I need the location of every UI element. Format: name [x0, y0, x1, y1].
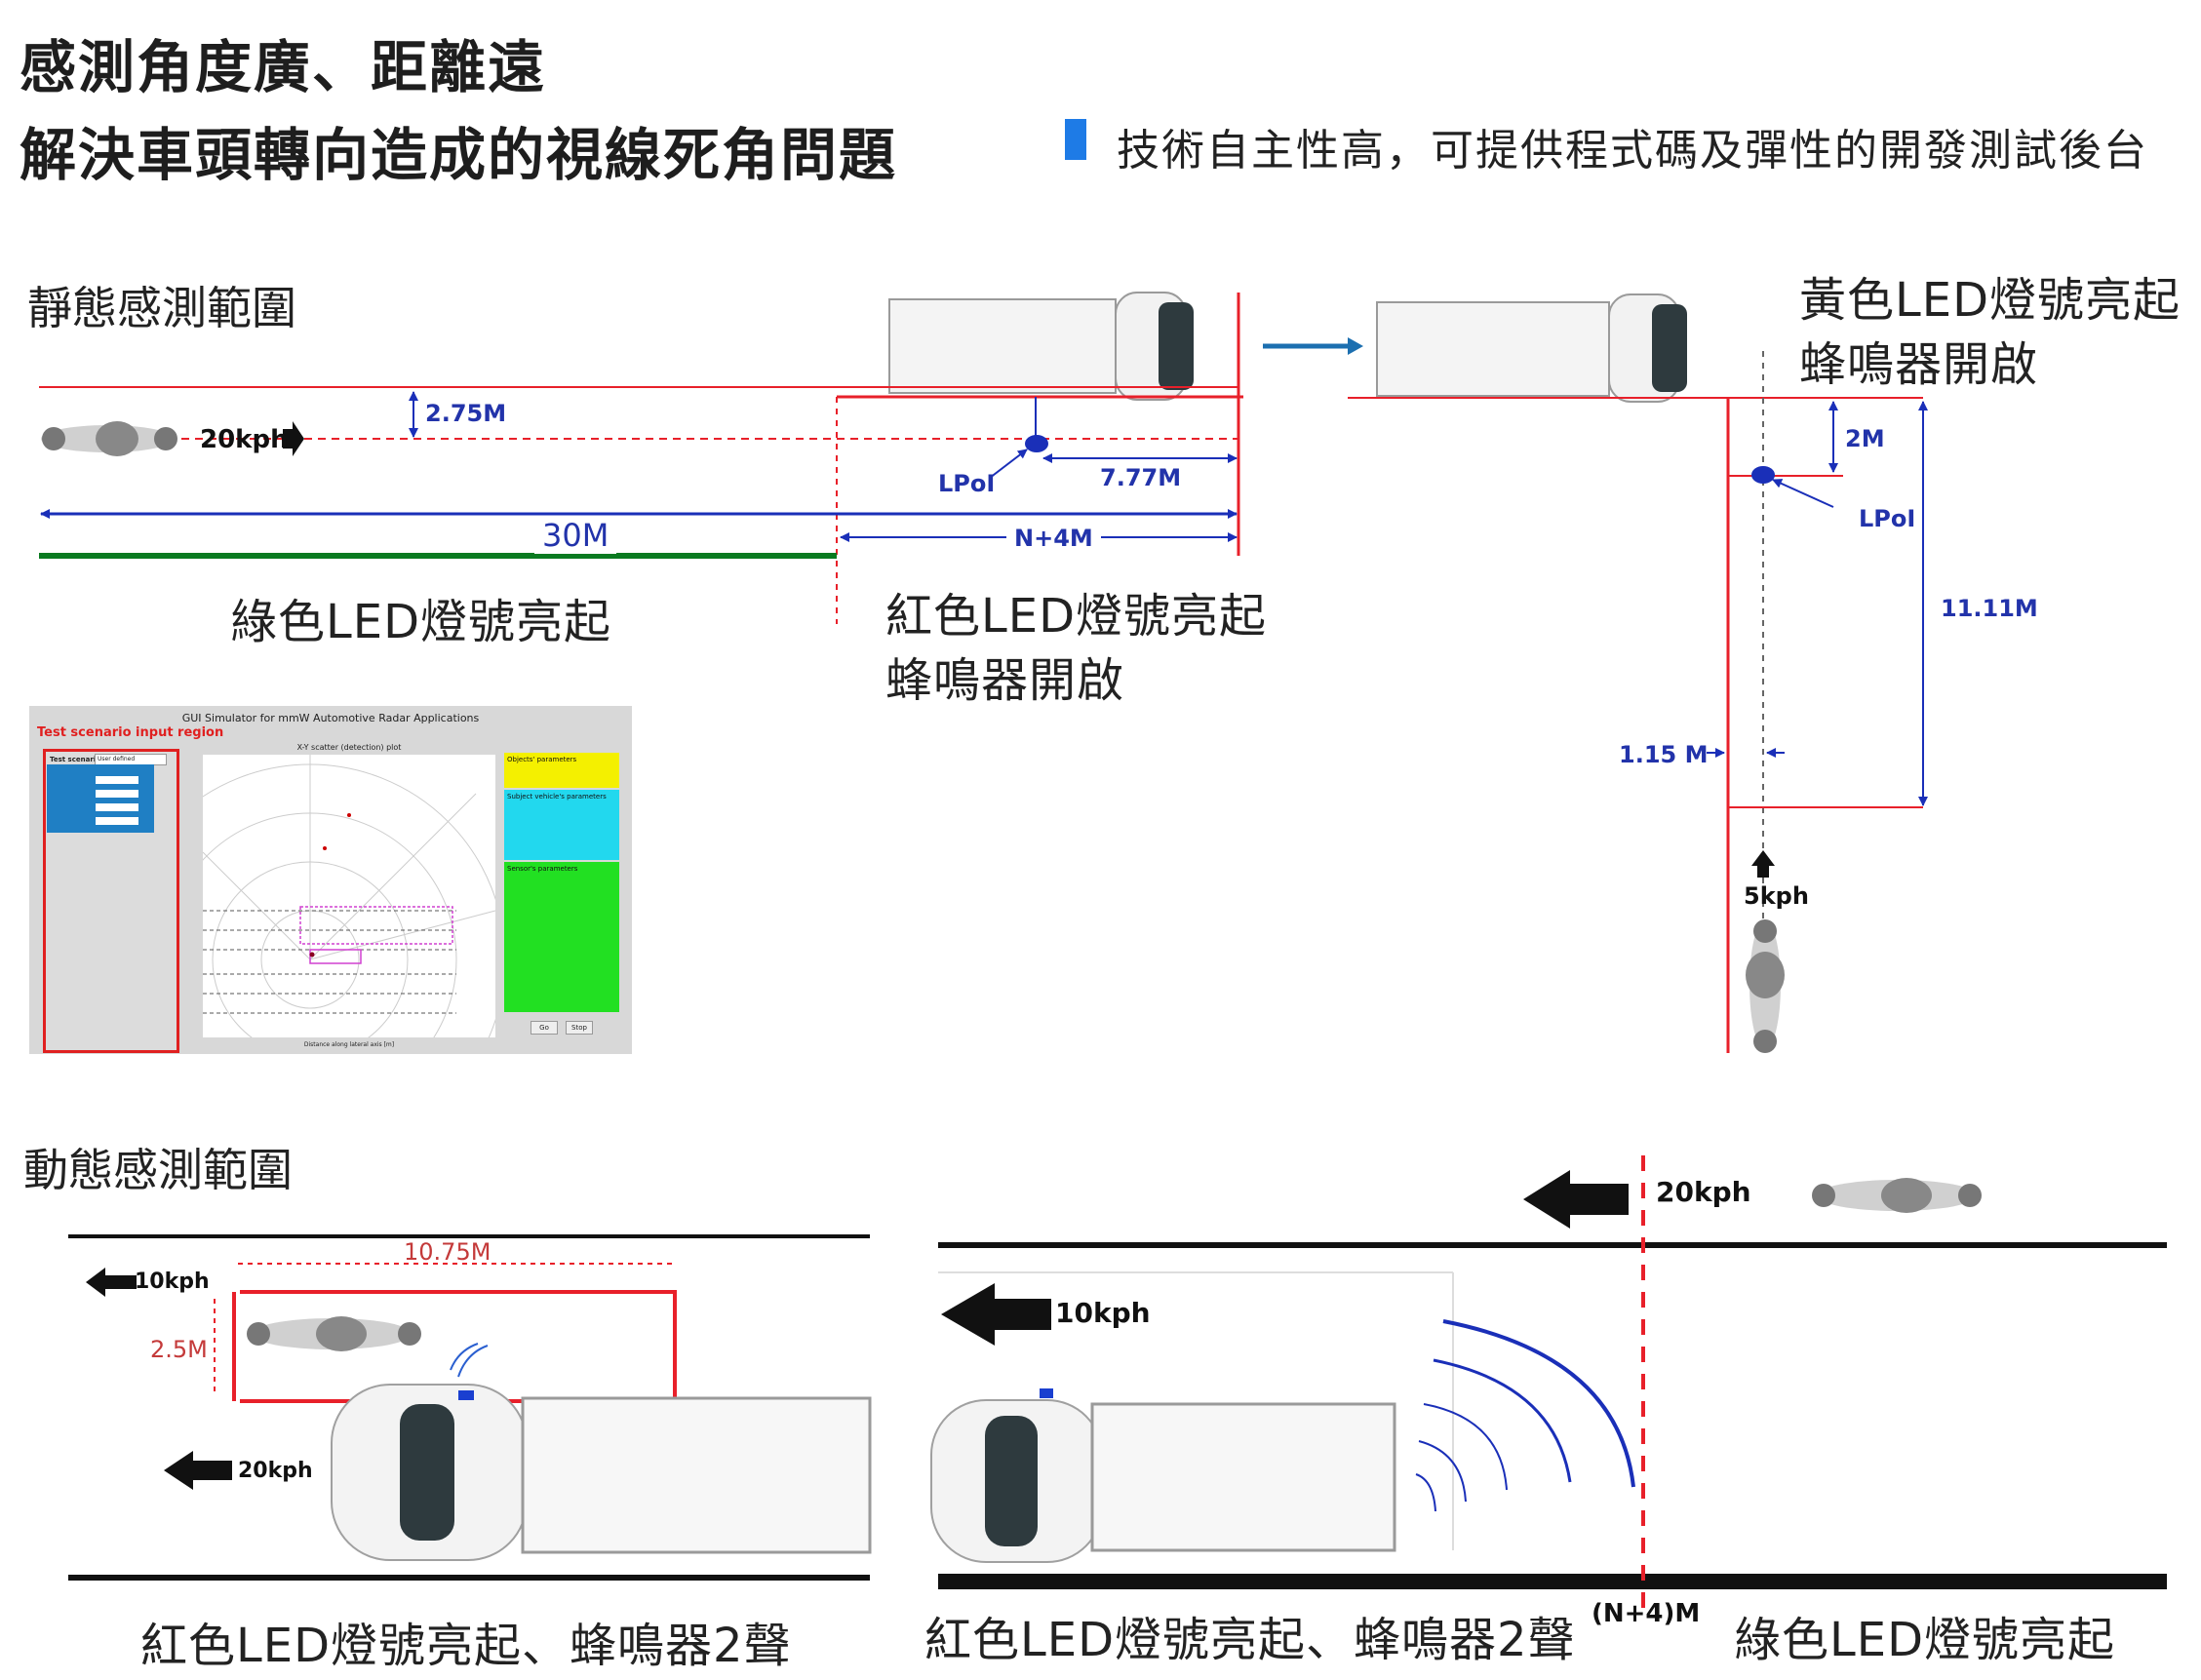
dim-115-label: 1.15 M: [1619, 741, 1709, 768]
dim-2-label: 2M: [1845, 425, 1885, 452]
dyn-n4-label: (N+4)M: [1592, 1599, 1701, 1628]
turn-speed-label: 5kph: [1744, 882, 1809, 910]
sim-go-button[interactable]: Go: [531, 1021, 558, 1035]
turn-lpoi-label: LPoI: [1859, 505, 1916, 532]
static-truck: [888, 292, 1194, 401]
sim-subject-panel: Subject vehicle's parameters: [504, 790, 619, 860]
turn-buzzer-caption: 蜂鳴器開啟: [1799, 337, 2039, 392]
dyn-left-truck: [331, 1384, 872, 1561]
sim-objects-panel: Objects' parameters: [504, 753, 619, 788]
static-lpoi-label: LPoI: [938, 470, 996, 497]
static-buzzer-caption: 蜂鳴器開啟: [885, 653, 1125, 708]
dim-30-label: 30M: [534, 517, 617, 554]
sim-scenario-label: Test scenario:: [50, 756, 103, 763]
dyn-left-arrow-10: [86, 1268, 137, 1297]
turn-lpoi-pointer: [1772, 479, 1834, 508]
dyn-right-caption: 綠色LED燈號亮起: [1734, 1613, 2116, 1667]
feature-text: 技術自主性高，可提供程式碼及彈性的開發測試後台: [1117, 126, 2148, 176]
feature-bullet: [1065, 119, 1086, 160]
sim-scatter-plot: [114, 755, 506, 1054]
static-motorcycle: [41, 421, 177, 456]
sim-sensor-panel: Sensor's parameters: [504, 862, 619, 1012]
dyn-left-wave-1: [450, 1343, 479, 1371]
dim-25-label: 2.5M: [150, 1336, 208, 1363]
yellow-led-caption: 黃色LED燈號亮起: [1799, 273, 2181, 328]
sim-xlabel: Distance along lateral axis [m]: [303, 1041, 395, 1048]
title-line-2: 解決車頭轉向造成的視線死角問題: [20, 122, 898, 188]
sim-title: GUI Simulator for mmW Automotive Radar A…: [181, 712, 480, 724]
turn-lpoi-point: [1751, 466, 1775, 484]
sim-region-label: Test scenario input region: [37, 725, 224, 740]
dyn-mid-caption: 紅色LED燈號亮起、蜂鳴器2聲: [924, 1613, 1576, 1667]
static-moto-speed: 20kph: [200, 425, 289, 454]
dyn-left-speed-20: 20kph: [238, 1459, 313, 1483]
dyn-right-speed-20: 20kph: [1656, 1176, 1751, 1208]
static-section-title: 靜態感測範圍: [27, 282, 296, 334]
sim-stop-button[interactable]: Stop: [566, 1021, 593, 1035]
dyn-left-wave-2: [457, 1345, 489, 1378]
lpoi-point: [1025, 435, 1048, 452]
dyn-right-motorcycle: [1812, 1178, 1982, 1213]
sim-user-defined-box: [47, 764, 154, 833]
simulator-screenshot: GUI Simulator for mmW Automotive Radar A…: [29, 706, 632, 1054]
lpoi-pointer: [989, 449, 1028, 479]
dyn-right-truck: [930, 1388, 1396, 1563]
dim-275-label: 2.75M: [425, 400, 507, 427]
dim-777-label: 7.77M: [1100, 464, 1182, 491]
static-moto-arrow: [283, 421, 304, 456]
dyn-left-arrow-20: [164, 1451, 232, 1490]
sim-plot-title: X-Y scatter (detection) plot: [296, 743, 402, 752]
dyn-left-caption: 紅色LED燈號亮起、蜂鳴器2聲: [140, 1619, 792, 1673]
green-led-caption: 綠色LED燈號亮起: [230, 595, 612, 649]
dyn-right-arrow-10: [941, 1283, 1051, 1346]
dynamic-section-title: 動態感測範圍: [23, 1144, 293, 1196]
dyn-right-speed-10: 10kph: [1055, 1297, 1151, 1329]
dyn-right-radar-waves: [1415, 1319, 1635, 1512]
dyn-left-motorcycle: [247, 1316, 421, 1351]
dim-1111-label: 11.11M: [1941, 595, 2038, 622]
turn-truck: [1376, 293, 1687, 403]
dim-n4-label: N+4M: [1006, 525, 1101, 552]
turn-motorcycle: [1746, 919, 1785, 1053]
dyn-left-speed-10: 10kph: [135, 1270, 210, 1294]
red-led-caption: 紅色LED燈號亮起: [885, 589, 1268, 644]
dyn-right-arrow-20: [1523, 1170, 1629, 1229]
turn-moto-arrow: [1751, 850, 1775, 878]
dim-1075-label: 10.75M: [404, 1238, 491, 1266]
title-line-1: 感測角度廣、距離遠: [20, 34, 547, 100]
